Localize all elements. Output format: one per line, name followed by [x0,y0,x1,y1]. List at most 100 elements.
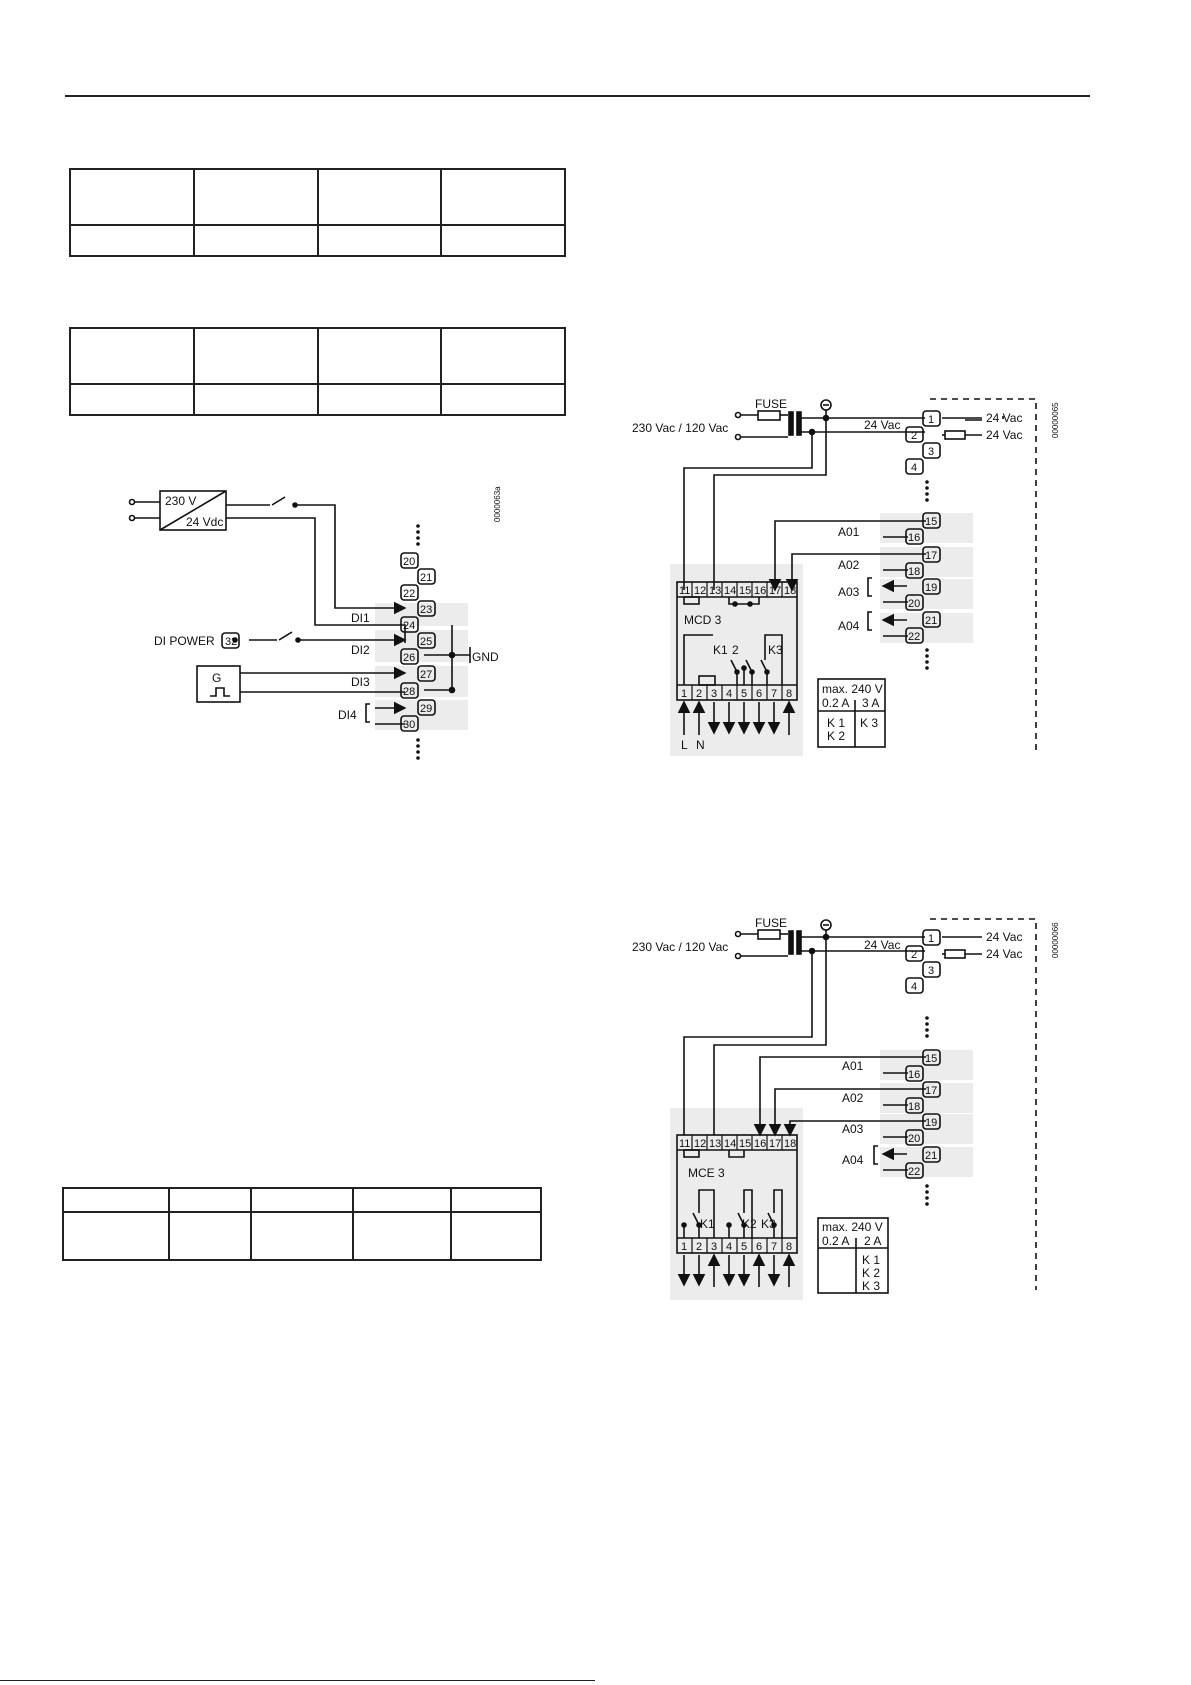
terminal-label: 1 [681,688,687,700]
terminal-label: 30 [403,719,415,731]
table-cell [69,168,195,226]
terminal-label: 28 [403,686,415,698]
terminal-label: 21 [420,572,432,584]
terminal-label: 1 [928,414,934,426]
module-label: MCD 3 [684,613,722,627]
output-1-label: 24 Vac [986,930,1022,944]
terminal-label: 1 [681,1241,687,1253]
terminal-label: 27 [420,669,432,681]
mcd-diagram [670,398,1037,756]
output-2-label: 24 Vac [986,947,1022,961]
table-cell [250,1187,354,1213]
terminal-label: 3 [928,965,934,977]
relay-k3-label: K3 [761,1217,776,1231]
terminal-label: 17 [925,1085,937,1097]
mce-diagram [670,918,1037,1300]
line-label: L [681,738,688,752]
module-label: MCE 3 [688,1166,725,1180]
terminal-label: 3 [711,1241,717,1253]
terminal-label: 20 [908,1133,920,1145]
table-cell [316,327,443,385]
rating-relay-k2: K 2 [862,1266,880,1280]
psu-input-label: 230 V [165,494,196,508]
rating-relay-k2: K 2 [827,729,845,743]
fuse-label: FUSE [755,916,787,930]
terminal-label: 17 [769,585,781,597]
terminal-label: 32 [225,636,237,648]
terminal-label: 5 [741,1241,747,1253]
ao4-label: A04 [842,1153,864,1167]
relay-k1-label: K1 [700,1217,715,1231]
table-cell [62,1187,170,1213]
mcd-labels: FUSE 230 Vac / 120 Vac 24 Vac 24 Vac 24 … [632,397,1060,752]
terminal-label: 4 [911,981,917,993]
rating-current-2: 2 A [864,1234,881,1248]
rating-max: max. 240 V [822,1220,883,1234]
terminal-label: 16 [754,1138,766,1150]
relay-k2-label: K2 [742,1217,757,1231]
terminal-label: 2 [696,688,702,700]
di1-label: DI1 [351,611,370,625]
table-cell [192,224,319,257]
spec-table-3 [62,1187,542,1261]
terminal-label: 2 [911,949,917,961]
terminal-label: 12 [694,585,706,597]
gnd-label: GND [472,650,499,664]
terminal-label: 4 [726,1241,732,1253]
spec-table-1 [69,168,566,257]
terminal-label: 18 [784,585,796,597]
di-power-label: DI POWER [154,634,215,648]
terminal-label: 11 [679,1138,690,1150]
table-cell [440,383,566,416]
table-cell [316,224,443,257]
digital-input-diagram [128,490,471,760]
rating-current-1: 0.2 A [822,1234,849,1248]
table-cell [192,168,319,226]
terminal-label: 12 [694,1138,706,1150]
table-cell [352,1187,452,1213]
digital-input-labels: 230 V 24 Vdc DI POWER 32 GND G DI1 DI2 D… [154,486,502,731]
table-cell [250,1211,354,1261]
rating-relay-k1: K 1 [827,716,845,730]
ao1-label: A01 [838,525,860,539]
table-cell [316,383,443,416]
rating-current-2: 3 A [862,696,879,710]
table-cell [192,383,319,416]
table-cell [440,168,566,226]
table-cell [69,383,195,416]
terminal-label: 21 [925,1150,937,1162]
relay-k2-label: 2 [732,643,739,657]
terminal-label: 3 [711,688,717,700]
ao3-label: A03 [842,1122,864,1136]
terminal-label: 15 [739,585,751,597]
table-cell [69,327,195,385]
terminal-label: 22 [908,1166,920,1178]
table-cell [440,224,566,257]
terminal-label: 22 [403,588,415,600]
figure-code: 0000063a [493,486,502,522]
ao3-label: A03 [838,585,860,599]
terminal-label: 25 [420,636,432,648]
header-rule [65,95,1090,97]
terminal-label: 22 [908,631,920,643]
terminal-label: 19 [925,582,937,594]
terminal-label: 2 [911,430,917,442]
table-cell [440,327,566,385]
terminal-label: 7 [771,1241,777,1253]
psu-output-label: 24 Vdc [186,515,223,529]
terminal-label: 24 [403,620,415,632]
ao1-label: A01 [842,1059,864,1073]
terminal-label: 6 [756,1241,762,1253]
terminal-label: 26 [403,652,415,664]
mid-voltage-label: 24 Vac [864,938,900,952]
terminal-label: 15 [739,1138,751,1150]
table-cell [450,1187,542,1213]
di3-label: DI3 [351,675,370,689]
supply-label: 230 Vac / 120 Vac [632,940,728,954]
table-cell [316,168,443,226]
table-cell [450,1211,542,1261]
terminal-label: 16 [754,585,766,597]
table-cell [352,1211,452,1261]
terminal-label: 4 [726,688,732,700]
